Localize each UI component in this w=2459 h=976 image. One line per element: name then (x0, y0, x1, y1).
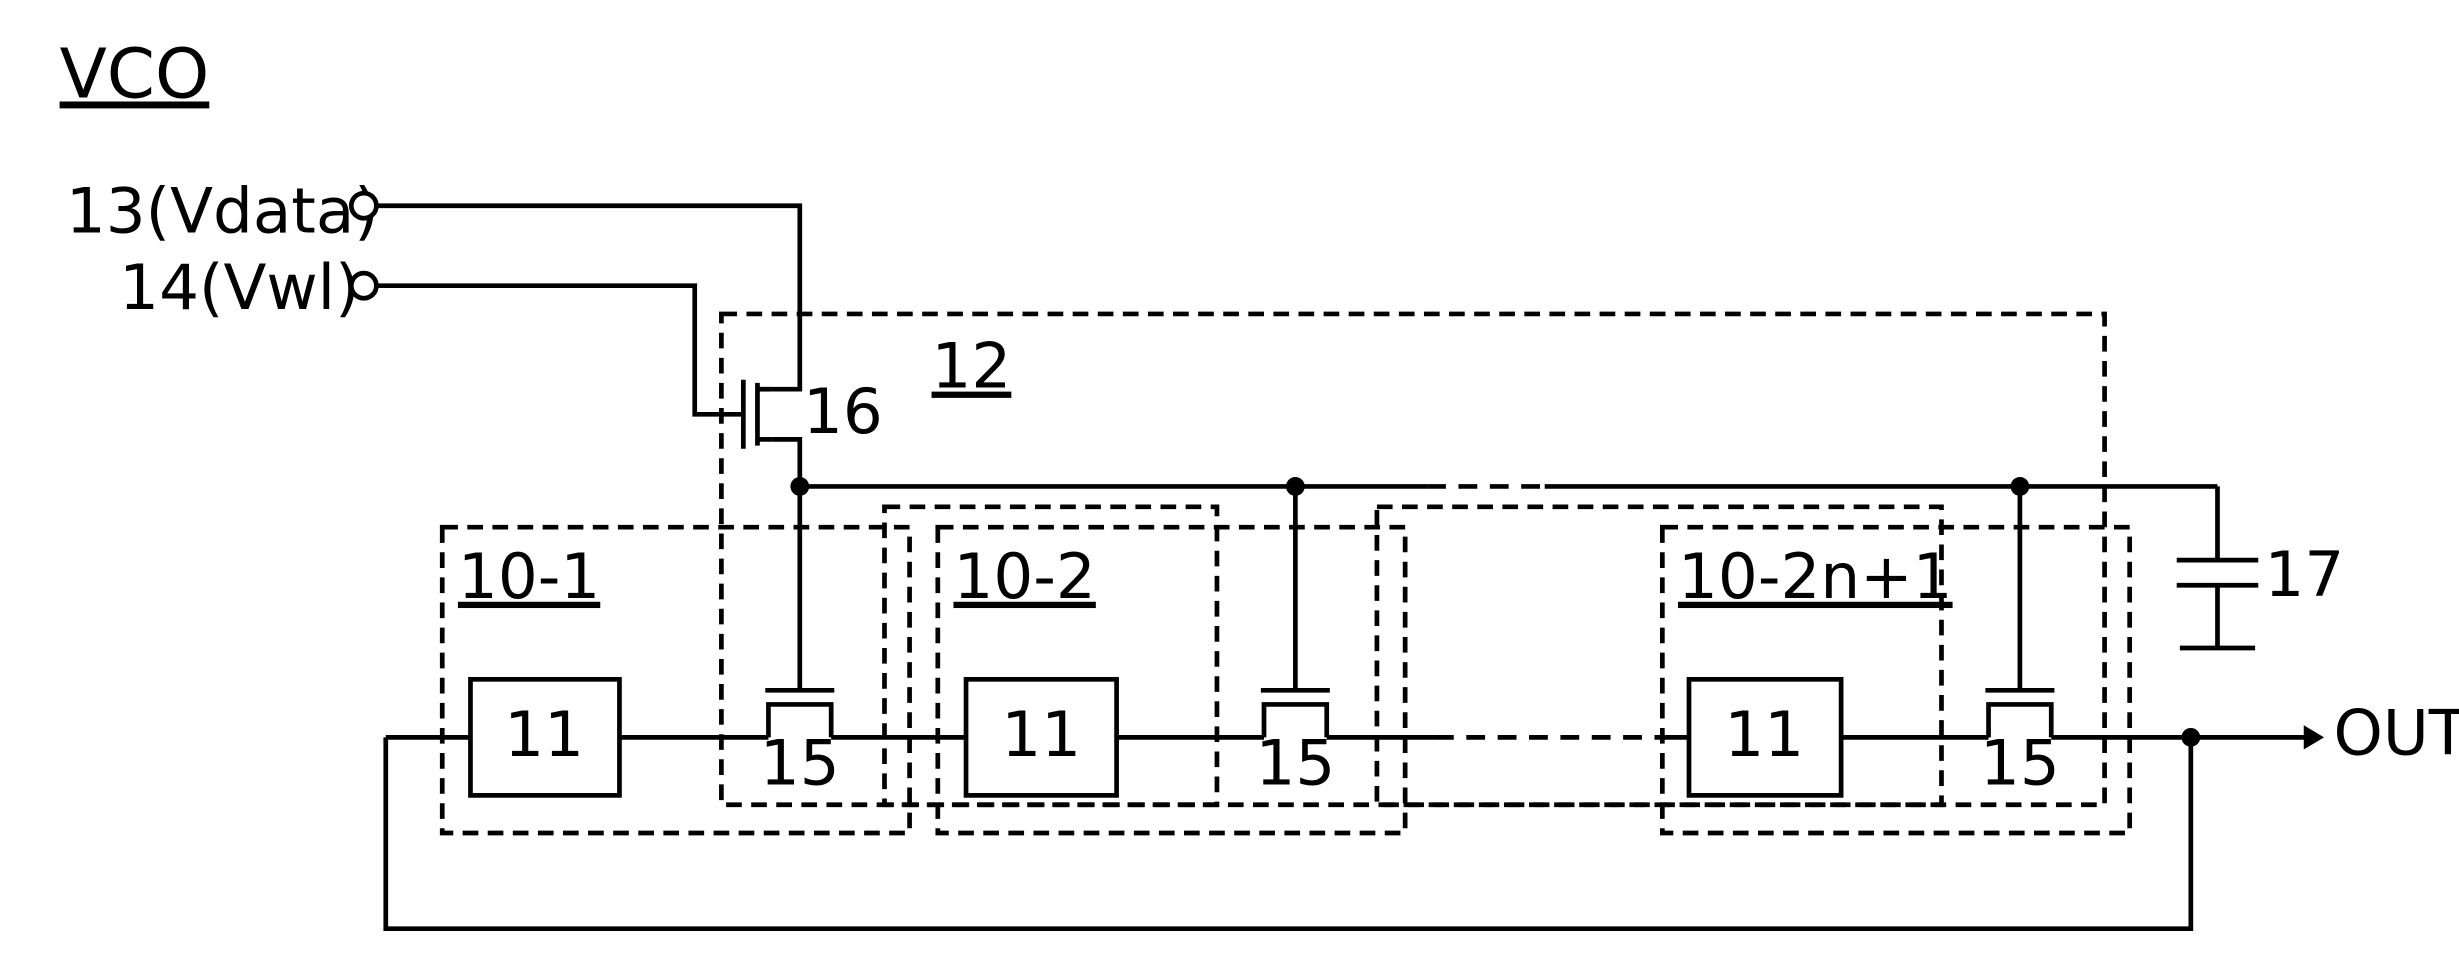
vdata-wire (376, 206, 799, 389)
vwl-wire (376, 286, 743, 415)
junction-dot (790, 477, 809, 496)
junction-dot (1286, 477, 1305, 496)
vdata-terminal-label: 13(Vdata) (66, 174, 379, 247)
output-label: OUT (2334, 697, 2459, 770)
continuation-dashes (1427, 486, 1662, 737)
vdata-terminal (351, 193, 376, 218)
control-block-label: 12 (932, 330, 1012, 403)
write-transistor-symbol (743, 380, 771, 449)
vwl-terminal (351, 273, 376, 298)
switch-label: 15 (760, 726, 840, 799)
inverter-label: 11 (1724, 698, 1804, 771)
output-arrow-icon (2305, 728, 2321, 747)
vwl-terminal-label: 14(Vwl) (119, 251, 359, 324)
inverter-label: 11 (504, 698, 584, 771)
stage-label: 10-2 (953, 540, 1095, 613)
inverter-label: 11 (1001, 698, 1081, 771)
diagram-title: VCO (60, 35, 210, 115)
write-transistor-label: 16 (803, 375, 883, 448)
junction-dot (2010, 477, 2029, 496)
switch-label: 15 (1255, 726, 1335, 799)
stage-label: 10-1 (458, 540, 600, 613)
stage-label: 10-2n+1 (1678, 540, 1953, 613)
switch-label: 15 (1980, 726, 2060, 799)
junction-dot (2181, 728, 2200, 747)
capacitor-label: 17 (2265, 538, 2345, 611)
